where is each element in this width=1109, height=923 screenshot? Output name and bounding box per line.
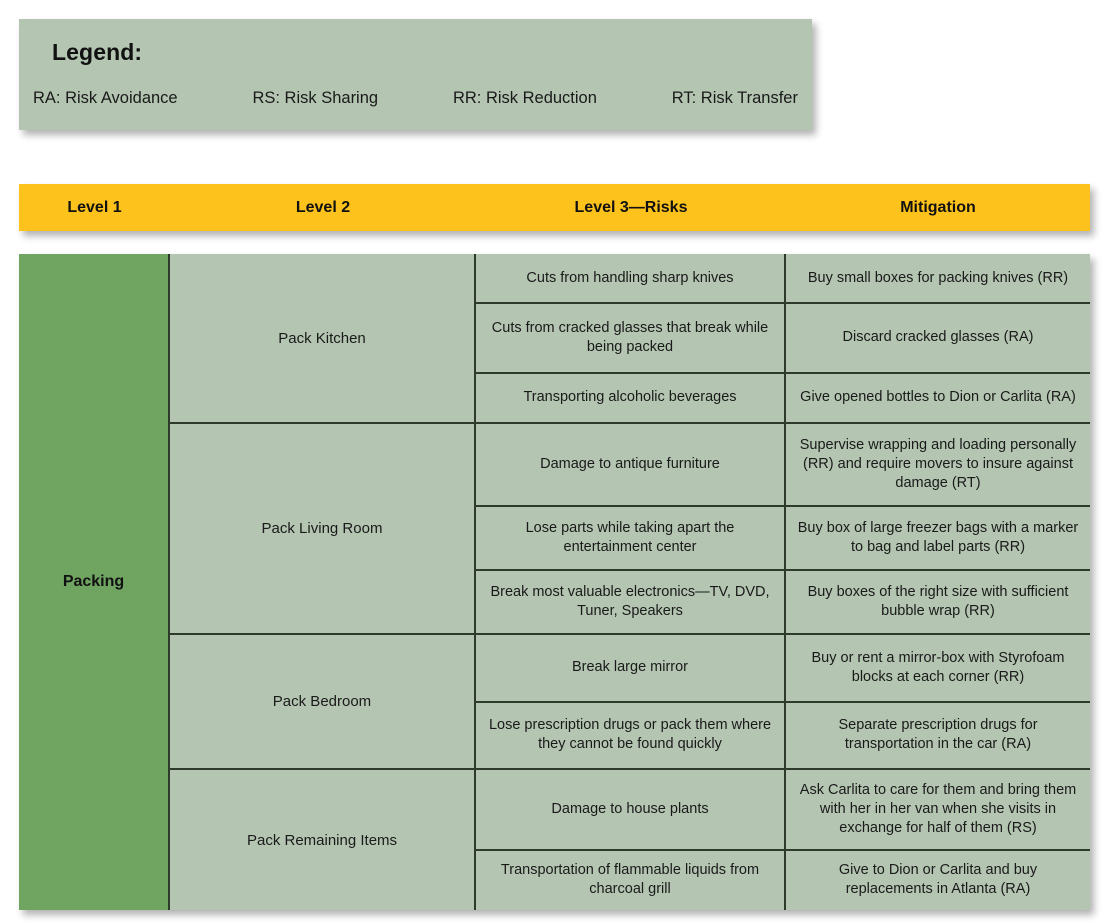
group-pack-kitchen: Pack Kitchen Cuts from handling sharp kn…: [170, 254, 1090, 424]
risk-cell: Break large mirror: [476, 635, 786, 701]
mitigation-cell: Ask Carlita to care for them and bring t…: [799, 781, 1077, 836]
legend-item-list: RA: Risk Avoidance RS: Risk Sharing RR: …: [33, 89, 798, 108]
table-header-bar: Level 1 Level 2 Level 3—Risks Mitigation: [19, 184, 1090, 231]
column-header-level-2: Level 2: [295, 198, 351, 216]
table-row: Cuts from cracked glasses that break whi…: [476, 304, 1090, 374]
mitigation-cell: Supervise wrapping and loading personall…: [799, 436, 1077, 492]
group-rows: Cuts from handling sharp knives Buy smal…: [476, 254, 1090, 423]
level-2-label: Pack Remaining Items: [246, 831, 398, 849]
table-row: Transporting alcoholic beverages Give op…: [476, 373, 1090, 423]
legend-item-risk-reduction: RR: Risk Reduction: [452, 89, 597, 107]
group-pack-bedroom: Pack Bedroom Break large mirror Buy or r…: [170, 635, 1090, 770]
group-pack-living-room: Pack Living Room Damage to antique furni…: [170, 424, 1090, 635]
level-1-label: Packing: [62, 573, 125, 590]
risk-cell: Cuts from cracked glasses that break whi…: [476, 304, 786, 372]
table-row: Lose prescription drugs or pack them whe…: [476, 702, 1090, 768]
group-rows: Break large mirror Buy or rent a mirror-…: [476, 635, 1090, 768]
level-2-groups: Pack Kitchen Cuts from handling sharp kn…: [170, 254, 1090, 910]
table-row: Break most valuable electronics—TV, DVD,…: [476, 571, 1090, 633]
legend-item-risk-sharing: RS: Risk Sharing: [252, 89, 379, 107]
level-2-label: Pack Living Room: [261, 520, 383, 537]
mitigation-cell: Discard cracked glasses (RA): [842, 329, 1034, 346]
risk-cell: Lose prescription drugs or pack them whe…: [476, 702, 786, 768]
risk-cell: Transportation of flammable liquids from…: [476, 850, 786, 910]
risk-cell: Transporting alcoholic beverages: [476, 373, 786, 423]
mitigation-cell: Buy box of large freezer bags with a mar…: [797, 519, 1079, 556]
table-row: Damage to antique furniture Supervise wr…: [476, 424, 1090, 508]
group-rows: Damage to house plants Ask Carlita to ca…: [476, 770, 1090, 910]
level-2-label: Pack Kitchen: [278, 329, 366, 347]
table-row: Transportation of flammable liquids from…: [476, 850, 1090, 910]
legend-title: Legend:: [52, 39, 143, 65]
mitigation-cell: Separate prescription drugs for transpor…: [838, 717, 1038, 753]
risk-breakdown-table: Packing Pack Kitchen Cuts from handling …: [19, 254, 1090, 910]
mitigation-cell: Buy or rent a mirror-box with Styrofoam …: [811, 649, 1065, 685]
risk-cell: Damage to antique furniture: [476, 424, 786, 506]
mitigation-cell: Give to Dion or Carlita and buy replacem…: [838, 862, 1038, 898]
level-2-cell-pack-remaining-items: Pack Remaining Items: [170, 770, 476, 910]
risk-cell: Break most valuable electronics—TV, DVD,…: [476, 571, 786, 633]
level-2-cell-pack-living-room: Pack Living Room: [170, 424, 476, 633]
legend-item-risk-transfer: RT: Risk Transfer: [671, 89, 798, 107]
level-2-cell-pack-bedroom: Pack Bedroom: [170, 635, 476, 768]
table-row: Lose parts while taking apart the entert…: [476, 507, 1090, 572]
risk-cell: Lose parts while taking apart the entert…: [476, 507, 786, 570]
mitigation-cell: Give opened bottles to Dion or Carlita (…: [800, 389, 1076, 406]
legend-panel: Legend: RA: Risk Avoidance RS: Risk Shar…: [19, 19, 812, 130]
table-row: Damage to house plants Ask Carlita to ca…: [476, 770, 1090, 851]
mitigation-cell: Buy boxes of the right size with suffici…: [807, 583, 1069, 619]
group-rows: Damage to antique furniture Supervise wr…: [476, 424, 1090, 633]
table-row: Cuts from handling sharp knives Buy smal…: [476, 254, 1090, 305]
column-header-level-3-risks: Level 3—Risks: [574, 198, 688, 216]
column-header-level-1: Level 1: [67, 198, 122, 216]
level-1-cell-packing: Packing: [19, 254, 170, 910]
mitigation-cell: Buy small boxes for packing knives (RR): [807, 269, 1069, 286]
level-2-cell-pack-kitchen: Pack Kitchen: [170, 254, 476, 422]
column-header-mitigation: Mitigation: [900, 198, 976, 216]
risk-cell: Cuts from handling sharp knives: [476, 254, 786, 303]
legend-item-risk-avoidance: RA: Risk Avoidance: [33, 89, 178, 107]
risk-cell: Damage to house plants: [476, 770, 786, 849]
group-pack-remaining-items: Pack Remaining Items Damage to house pla…: [170, 770, 1090, 910]
table-row: Break large mirror Buy or rent a mirror-…: [476, 635, 1090, 703]
level-2-label: Pack Bedroom: [272, 693, 372, 710]
